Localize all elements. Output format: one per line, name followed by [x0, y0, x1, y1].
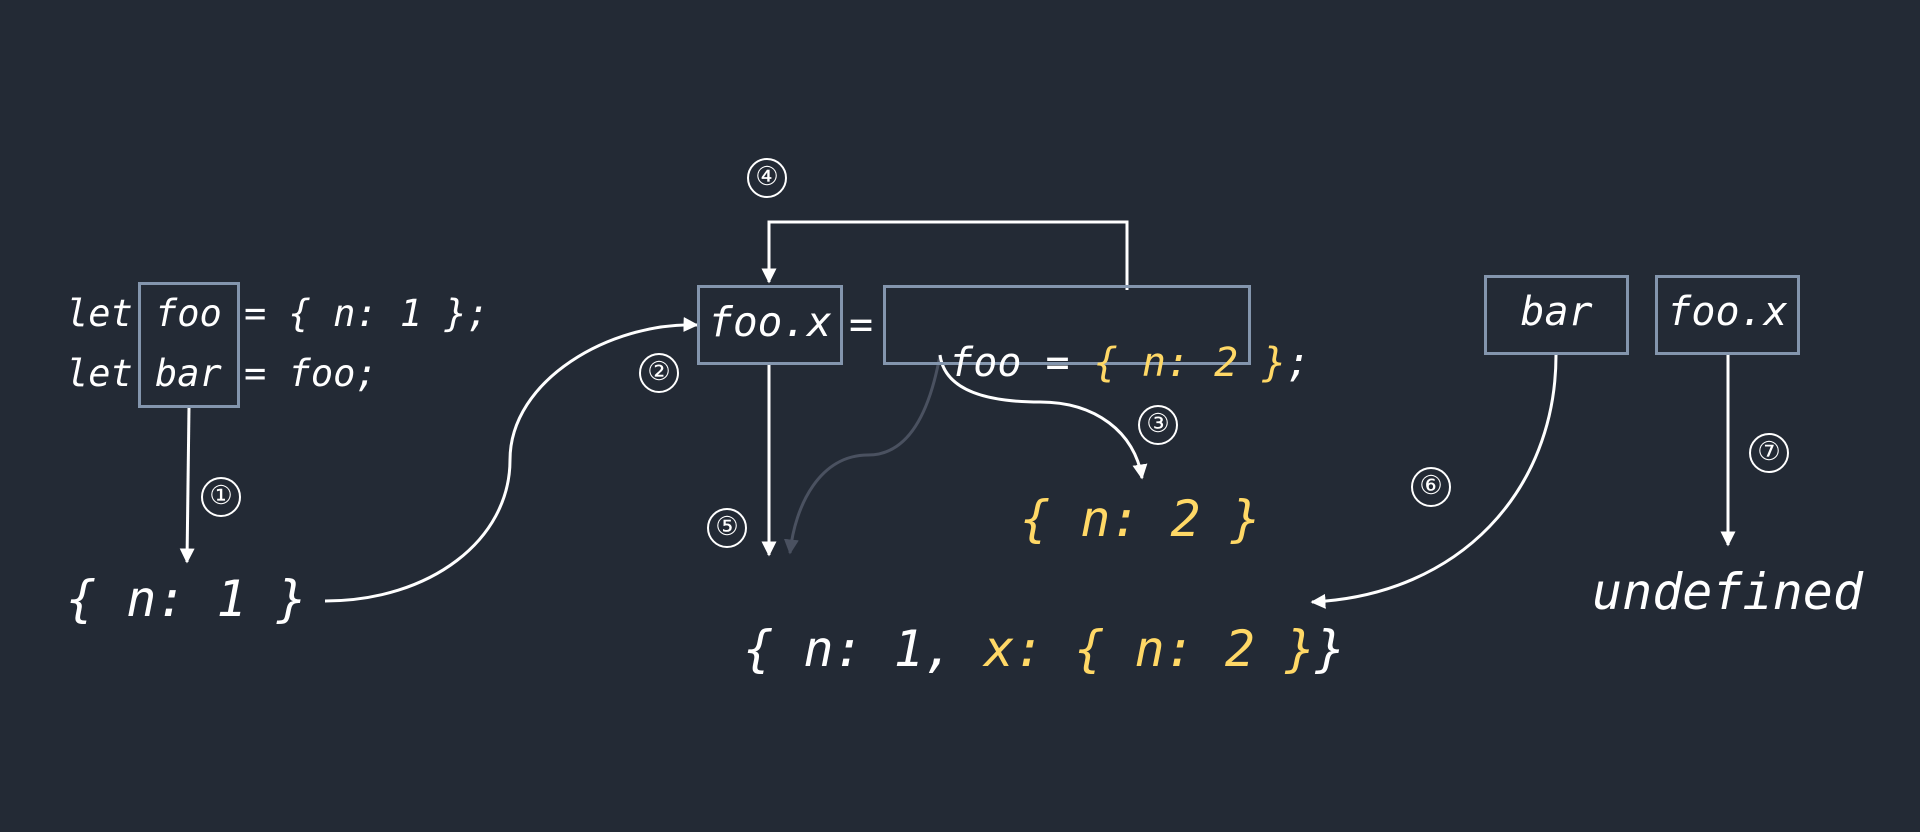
code-rest-2: = foo;: [244, 352, 378, 395]
arrow-step-6: [1310, 354, 1558, 609]
assign-eq: =: [849, 302, 874, 348]
arrow-step-1: [179, 406, 195, 564]
foo-x-label: foo.x: [1667, 289, 1788, 335]
object-main: { n: 1, x: { n: 2 }}: [683, 574, 1345, 674]
arrow-step-4: [761, 220, 1129, 290]
object-n2: { n: 2 }: [1020, 490, 1261, 548]
rhs-foo: foo =: [949, 340, 1094, 386]
object-n1: { n: 1 }: [66, 570, 307, 628]
object-main-suffix: }: [1315, 620, 1346, 678]
bar-label: bar: [1520, 289, 1593, 335]
variables-box: [138, 282, 240, 408]
step-1-marker: ①: [201, 477, 241, 517]
step-6-marker: ⑥: [1411, 467, 1451, 507]
rhs-obj: { n: 2 }: [1093, 340, 1287, 386]
bar-box: [1484, 275, 1629, 355]
code-var-foo: foo: [155, 292, 222, 335]
rhs-semicolon: ;: [1286, 340, 1311, 386]
step-3-marker: ③: [1138, 405, 1178, 445]
code-rest-1: = { n: 1 };: [244, 292, 490, 335]
object-main-prefix: { n: 1,: [743, 620, 985, 678]
arrow-faded: [783, 354, 942, 555]
code-var-bar-label: bar: [155, 352, 222, 395]
code-let-2: let: [66, 352, 133, 395]
step-5-marker: ⑤: [707, 508, 747, 548]
rhs-box: [883, 285, 1251, 365]
arrow-step-3: [938, 354, 1148, 480]
step-4-marker: ④: [747, 158, 787, 198]
step-7-marker: ⑦: [1749, 433, 1789, 473]
arrow-step-2: [324, 317, 699, 603]
lhs-box: [697, 285, 843, 365]
undefined-text: undefined: [1592, 563, 1863, 621]
object-main-x: x: { n: 2 }: [984, 620, 1316, 678]
foo-x-box: [1655, 275, 1800, 355]
lhs-label: foo.x: [708, 298, 832, 346]
code-let-1: let: [66, 292, 133, 335]
step-2-marker: ②: [639, 353, 679, 393]
rhs-line: foo = { n: 2 };: [901, 303, 1310, 383]
